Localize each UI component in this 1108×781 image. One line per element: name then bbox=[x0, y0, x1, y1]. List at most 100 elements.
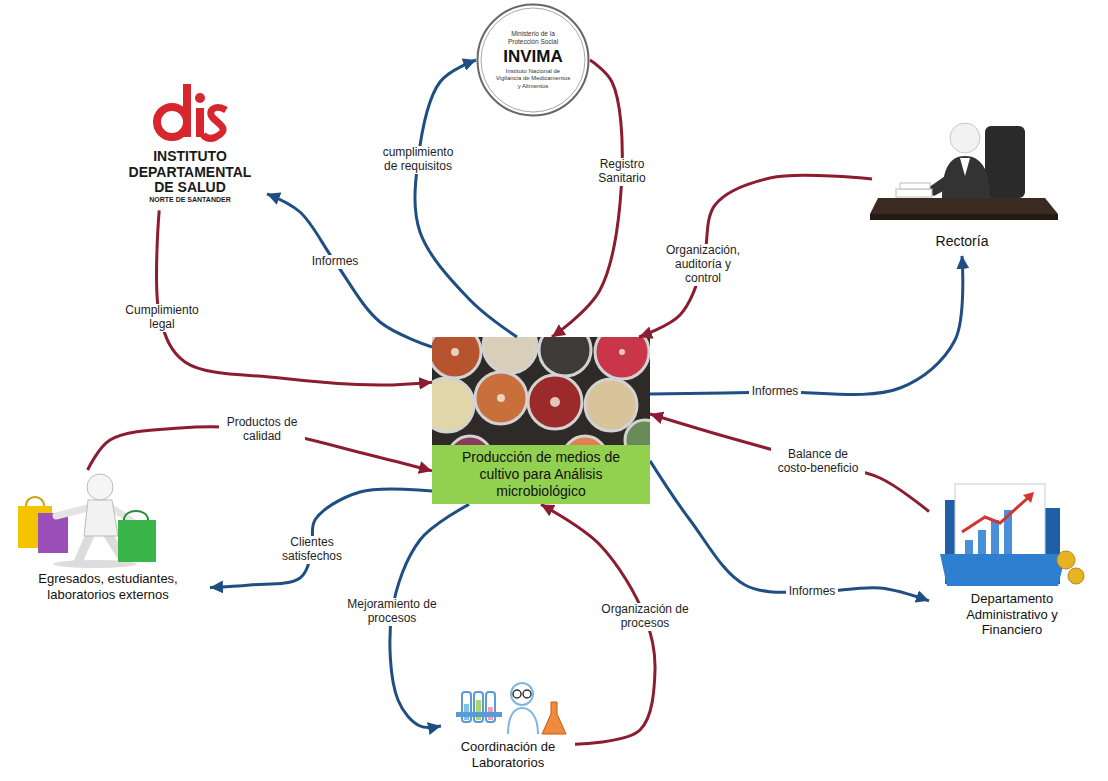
green-band: Producción de medios de cultivo para Aná… bbox=[432, 445, 650, 504]
coin bbox=[1057, 551, 1075, 569]
head bbox=[87, 474, 113, 500]
test-tube bbox=[486, 692, 495, 722]
node-text: Coordinación de Laboratorios bbox=[447, 739, 569, 770]
petri-dish bbox=[432, 337, 481, 378]
edge-label: Informes bbox=[309, 255, 362, 269]
logo-letter-shape bbox=[157, 107, 187, 137]
seal-circle: Ministerio de la Protección SocialINVIMA… bbox=[476, 3, 590, 117]
colonies bbox=[451, 348, 625, 407]
test-tube bbox=[474, 692, 483, 722]
connectors bbox=[88, 60, 963, 744]
glasses bbox=[523, 690, 531, 698]
logo-letter-shape bbox=[196, 108, 204, 137]
colony bbox=[451, 348, 459, 356]
bag bbox=[118, 520, 156, 562]
edge-label: Balance de costo-beneficio bbox=[771, 448, 865, 476]
petri-photo bbox=[432, 337, 650, 445]
colony bbox=[619, 349, 625, 355]
bag-handle bbox=[26, 497, 44, 506]
flask bbox=[542, 702, 566, 734]
flow-arrow bbox=[157, 210, 432, 385]
edge-label: cumplimiento de requisitos bbox=[375, 146, 461, 174]
node-text: Rectoría bbox=[936, 233, 989, 250]
edge-label: Productos de calidad bbox=[219, 416, 305, 444]
node-text: INSTITUTO DEPARTAMENTAL DE SALUD bbox=[119, 149, 261, 196]
flow-arrow bbox=[210, 489, 432, 587]
petri-dish bbox=[563, 436, 607, 445]
seal-ring bbox=[478, 5, 589, 116]
shopper-figure bbox=[18, 474, 156, 568]
logo-letter-shape bbox=[195, 93, 205, 103]
petri-dish bbox=[585, 379, 637, 431]
caption: INSTITUTO DEPARTAMENTAL DE SALUDNORTE DE… bbox=[115, 146, 265, 210]
flow-arrow bbox=[650, 461, 929, 601]
glasses bbox=[513, 690, 521, 698]
node-text: Departamento Administrativo y Financiero bbox=[935, 591, 1089, 638]
lab-icon bbox=[456, 683, 566, 734]
edge-label: Cumplimiento legal bbox=[117, 304, 208, 332]
scientist-body bbox=[508, 708, 538, 734]
photo-spacer bbox=[432, 337, 650, 445]
petri-dish bbox=[475, 372, 527, 424]
rector-figure bbox=[870, 123, 1058, 220]
flow-arrow bbox=[267, 194, 432, 347]
process-box: Producción de medios de cultivo para Aná… bbox=[432, 337, 650, 504]
edge-label: Informes bbox=[749, 385, 802, 399]
folder-front bbox=[940, 554, 1066, 586]
edge-label: Organización, auditoría y control bbox=[660, 244, 746, 285]
logo-letter-shape bbox=[183, 84, 191, 137]
scientist-head bbox=[511, 683, 533, 705]
petri-dish bbox=[432, 378, 474, 432]
node-text: Producción de medios de cultivo para Aná… bbox=[444, 449, 638, 499]
finance-icon bbox=[940, 484, 1084, 586]
petri-dish bbox=[625, 420, 650, 445]
petri-dish bbox=[539, 337, 591, 376]
colony bbox=[497, 394, 505, 402]
bag-handle bbox=[124, 511, 148, 520]
node-text: Egresados, estudiantes, laboratorios ext… bbox=[12, 571, 204, 602]
actor-node: Departamento Administrativo y Financiero bbox=[929, 472, 1095, 644]
test-tube bbox=[462, 692, 471, 722]
papers bbox=[896, 189, 932, 197]
logo-letter-shape bbox=[203, 107, 226, 138]
petri-dish bbox=[595, 337, 649, 379]
sheet bbox=[955, 484, 1045, 564]
petri-dishes bbox=[432, 337, 650, 445]
edge-label: Clientes satisfechos bbox=[274, 536, 350, 564]
node-text: NORTE DE SANTANDER bbox=[119, 196, 261, 204]
node-text: INVIMA bbox=[495, 47, 571, 67]
bag bbox=[38, 513, 68, 553]
desk bbox=[870, 198, 1058, 214]
torso bbox=[84, 500, 118, 536]
node-text: Instituto Nacional de Vigilancia de Medi… bbox=[495, 68, 571, 90]
caption: Rectoría bbox=[932, 230, 993, 256]
flow-arrow bbox=[639, 175, 872, 337]
edge-label: Organización de procesos bbox=[595, 603, 696, 631]
caption: Egresados, estudiantes, laboratorios ext… bbox=[8, 568, 208, 608]
ids-logo bbox=[157, 84, 226, 138]
trend-arrowhead bbox=[1023, 492, 1034, 503]
flow-arrow bbox=[650, 414, 929, 512]
actor-node: Rectoría bbox=[872, 116, 1052, 256]
petri-dish bbox=[448, 436, 492, 445]
legs bbox=[78, 535, 124, 562]
desk-edge bbox=[870, 214, 1058, 220]
caption: Coordinación de Laboratorios bbox=[443, 736, 573, 776]
logo-node: INSTITUTO DEPARTAMENTAL DE SALUDNORTE DE… bbox=[113, 72, 267, 210]
coin bbox=[1068, 568, 1084, 584]
node-text: Ministerio de la Protección Social bbox=[495, 30, 571, 46]
actor-node: Egresados, estudiantes, laboratorios ext… bbox=[6, 470, 210, 608]
seal-inner-ring bbox=[481, 8, 585, 112]
shirt bbox=[960, 158, 970, 176]
papers bbox=[900, 183, 930, 189]
petri-dish bbox=[528, 375, 582, 429]
seal-content: Ministerio de la Protección SocialINVIMA… bbox=[495, 29, 571, 91]
edge-label: Registro Sanitario bbox=[589, 158, 655, 186]
caption: Departamento Administrativo y Financiero bbox=[931, 588, 1093, 644]
head bbox=[950, 123, 980, 153]
edge-label: Mejoramiento de procesos bbox=[342, 598, 443, 626]
